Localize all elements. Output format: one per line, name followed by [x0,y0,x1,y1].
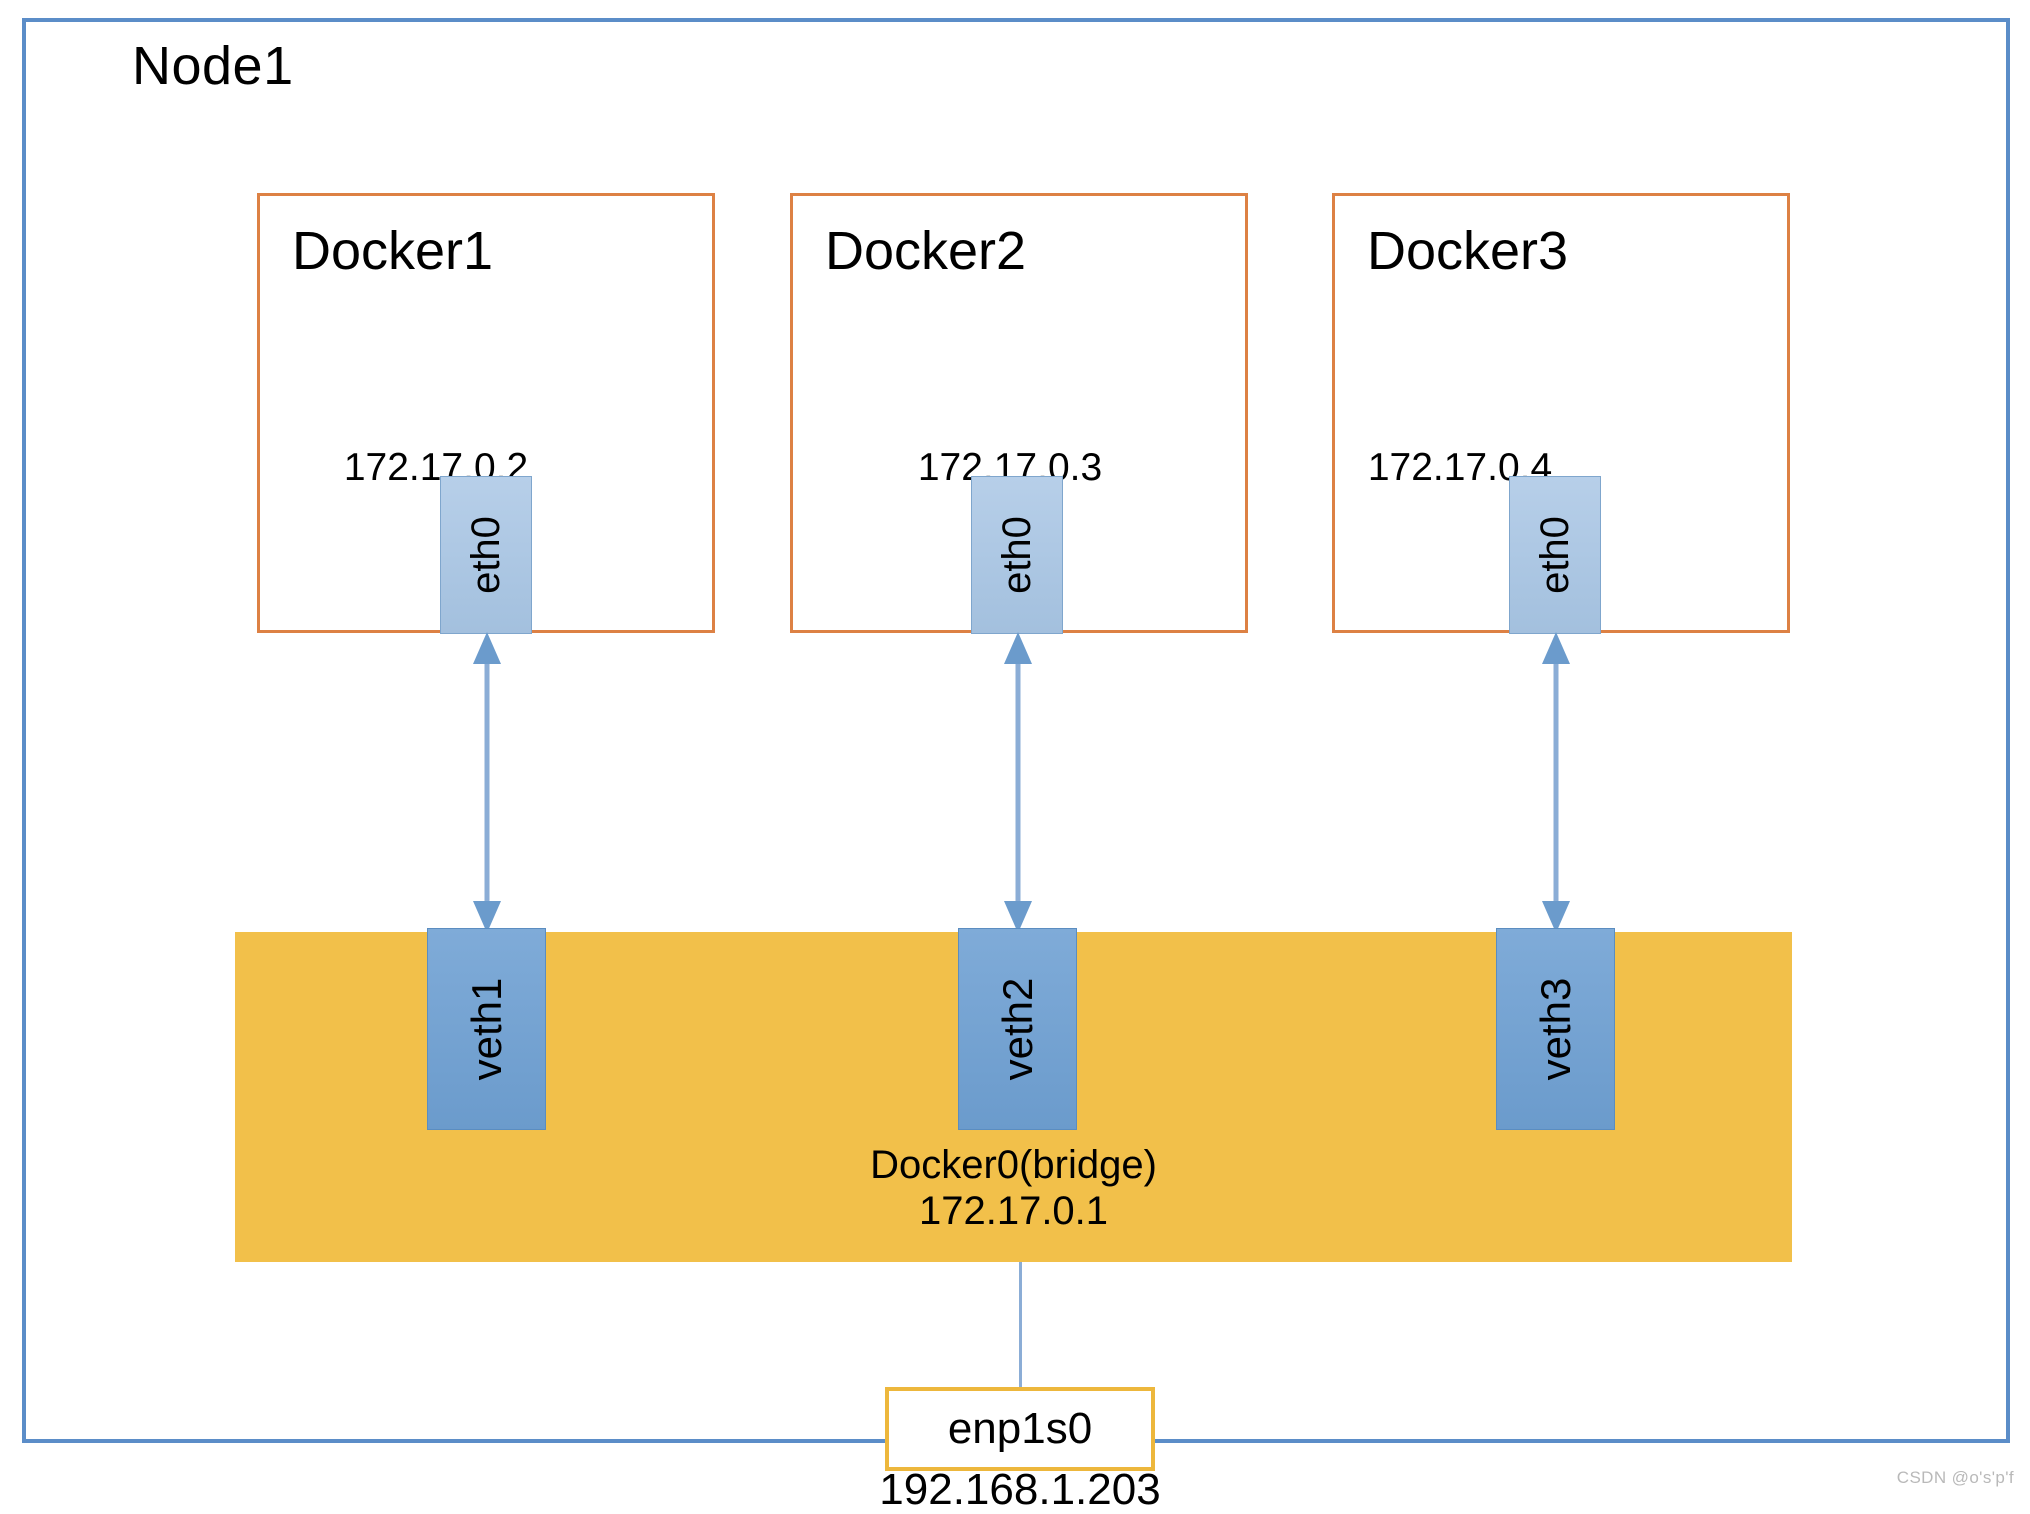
veth-label-veth3: veth3 [1531,977,1579,1081]
csdn-watermark: CSDN @o's'p'f [1896,1468,2014,1487]
bridge-label-group: Docker0(bridge) 172.17.0.1 [235,1142,1792,1235]
connector-docker1-veth1 [471,630,503,935]
interface-label-docker3-eth0: eth0 [1533,516,1577,594]
bridge-name: Docker0(bridge) [870,1143,1157,1187]
container-title-docker1: Docker1 [292,221,494,281]
veth-chip-veth3[interactable]: veth3 [1496,928,1615,1130]
veth-chip-veth2[interactable]: veth2 [958,928,1077,1130]
interface-chip-docker3-eth0[interactable]: eth0 [1509,476,1601,634]
uplink-ip: 192.168.1.203 [879,1465,1161,1514]
veth-label-veth1: veth1 [462,977,510,1081]
uplink-connector-line [1019,1262,1022,1387]
container-title-docker2: Docker2 [825,221,1027,281]
interface-label-docker1-eth0: eth0 [464,516,508,594]
veth-label-veth2: veth2 [993,977,1041,1081]
interface-chip-docker2-eth0[interactable]: eth0 [971,476,1063,634]
uplink-label: enp1s0 [947,1404,1093,1453]
connector-docker2-veth2 [1002,630,1034,935]
bridge-ip: 172.17.0.1 [918,1189,1109,1234]
veth-chip-veth1[interactable]: veth1 [427,928,546,1130]
uplink-box-enp1s0[interactable]: enp1s0 [885,1387,1155,1471]
connector-docker3-veth3 [1540,630,1572,935]
interface-chip-docker1-eth0[interactable]: eth0 [440,476,532,634]
interface-label-docker2-eth0: eth0 [995,516,1039,594]
node1-label: Node1 [132,36,294,96]
container-title-docker3: Docker3 [1367,221,1569,281]
container-ip-docker3: 172.17.0.4 [1367,446,1553,489]
